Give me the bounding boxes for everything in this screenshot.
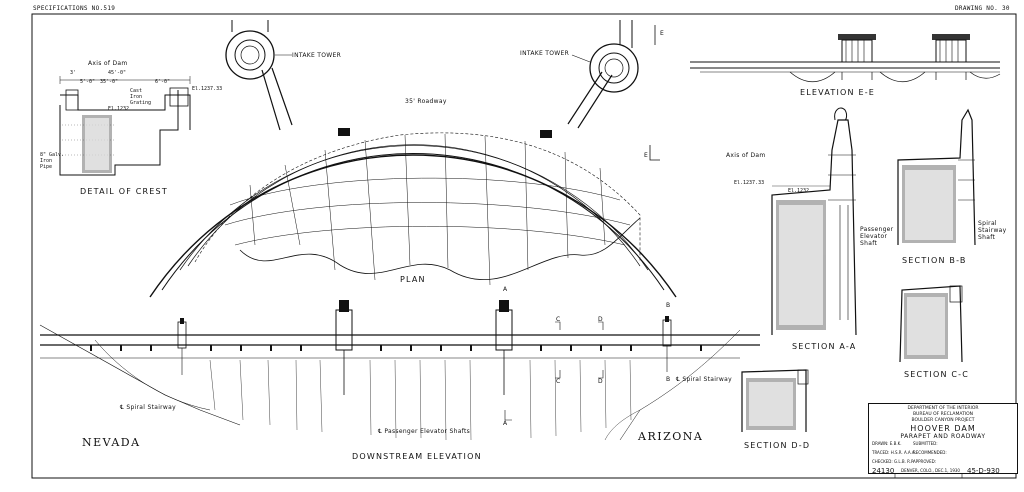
tb-subtitle: PARAPET AND ROADWAY xyxy=(900,433,986,440)
nevada-label: NEVADA xyxy=(82,436,141,449)
marker-d-top: D xyxy=(598,316,603,323)
tb-number: 24130 xyxy=(872,467,895,475)
dim-35ft: 35'-0" xyxy=(100,79,119,85)
marker-e-bottom: E xyxy=(644,152,649,159)
section-aa-title: SECTION A-A xyxy=(792,342,857,351)
cast-iron-grating: Cast Iron Grating xyxy=(130,88,152,106)
spiral-stairway-shaft-label: Spiral Stairway Shaft xyxy=(978,220,1007,241)
intake-tower-left-label: INTAKE TOWER xyxy=(292,52,342,59)
plan-roadway-arc xyxy=(179,145,649,271)
tb-approved: APPROVED: xyxy=(913,459,937,464)
tb-bureau: BUREAU OF RECLAMATION xyxy=(912,412,974,417)
section-bb-title: SECTION B-B xyxy=(902,256,967,265)
marker-e-top: E xyxy=(660,30,665,37)
dim-5ft: 5'-0" xyxy=(80,79,96,85)
marker-b-bottom: B xyxy=(666,376,671,383)
marker-a-top: A xyxy=(503,286,508,293)
arizona-label: ARIZONA xyxy=(638,430,704,443)
tb-submitted: SUBMITTED: xyxy=(913,441,938,446)
tb-recommended: RECOMMENDED: xyxy=(913,450,947,455)
drawing-number: DRAWING NO. 30 xyxy=(955,5,1010,12)
roadway-label: 35' Roadway xyxy=(405,98,447,105)
plan-title: PLAN xyxy=(400,275,426,284)
marker-a-bottom: A xyxy=(503,420,508,427)
axis-of-dam-detail: Axis of Dam xyxy=(88,60,128,67)
marker-c-bottom: C xyxy=(556,378,561,385)
galv-iron-pipe: 8" Galv. Iron Pipe xyxy=(40,152,65,170)
sheet-border xyxy=(31,13,1017,479)
marker-d-bottom: D xyxy=(598,378,603,385)
el-1232-section: El.1232 xyxy=(788,188,810,194)
spiral-stairway-left-label: ℄ Spiral Stairway xyxy=(120,404,176,411)
marker-c-top: C xyxy=(556,316,561,323)
dim-3ft: 3' xyxy=(70,70,77,76)
tb-title: HOOVER DAM xyxy=(910,424,976,433)
marker-b-top: B xyxy=(666,302,671,309)
title-block: DEPARTMENT OF THE INTERIOR BUREAU OF REC… xyxy=(868,403,1018,475)
el-1237-detail: El.1237.33 xyxy=(192,86,223,92)
section-dd-title: SECTION D-D xyxy=(744,441,811,450)
axis-of-dam-section: Axis of Dam xyxy=(726,152,766,159)
tb-drawing-id: 45-D-930 xyxy=(967,467,1000,475)
intake-tower-left-shape xyxy=(225,30,275,80)
section-cc-title: SECTION C-C xyxy=(904,370,970,379)
tb-location-date: DENVER, COLO., DEC.1, 1930 xyxy=(901,468,960,473)
tb-project: BOULDER CANYON PROJECT xyxy=(911,418,975,423)
el-1232-detail: El.1232 xyxy=(108,106,130,112)
tb-drawn: DRAWN: E.B.K. xyxy=(872,441,902,446)
elevation-ee-title: ELEVATION E-E xyxy=(800,88,876,97)
downstream-elevation-title: DOWNSTREAM ELEVATION xyxy=(352,452,482,461)
tb-checked: CHECKED: G.L.B. R.P. xyxy=(872,459,915,464)
dim-6ft: 6'-0" xyxy=(155,79,171,85)
spiral-stairway-right-label: ℄ Spiral Stairway xyxy=(676,376,732,383)
tb-traced: TRACED: H.S.R. A.A.A. xyxy=(872,450,916,455)
passenger-elevator-shaft-label: Passenger Elevator Shaft xyxy=(860,226,894,247)
intake-tower-right-shape xyxy=(589,43,639,93)
passenger-elevator-shafts-label: ℄ Passenger Elevator Shafts xyxy=(378,428,471,435)
plan-inner-arc xyxy=(161,153,665,291)
spec-number: SPECIFICATIONS NO.519 xyxy=(33,5,116,12)
tb-dept: DEPARTMENT OF THE INTERIOR xyxy=(907,406,979,411)
dim-45ft: 45'-0" xyxy=(108,70,127,76)
el-1237-section: El.1237.33 xyxy=(734,180,765,186)
intake-tower-right-label: INTAKE TOWER xyxy=(520,50,570,57)
detail-of-crest-title: DETAIL OF CREST xyxy=(80,187,168,196)
